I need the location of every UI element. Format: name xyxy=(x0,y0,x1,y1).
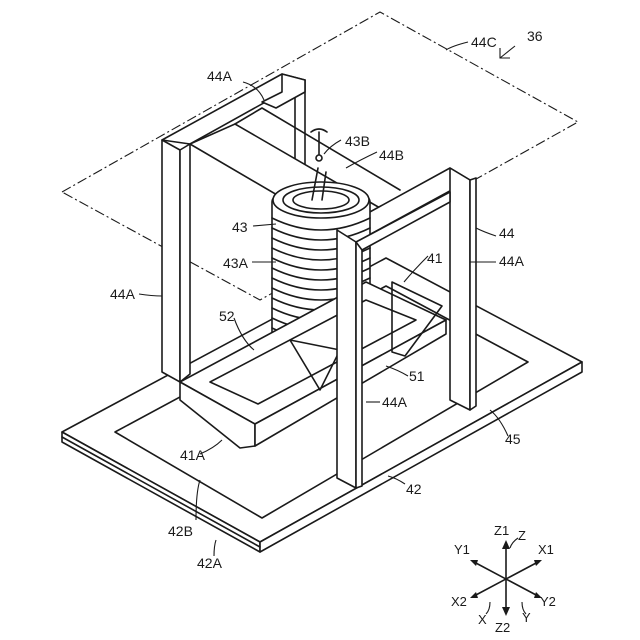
axis-y: Y xyxy=(522,610,531,625)
label-43: 43 xyxy=(232,219,248,235)
axis-z1: Z1 xyxy=(494,523,509,538)
label-43a: 43A xyxy=(223,255,249,271)
axis-x: X xyxy=(478,612,487,627)
label-41a: 41A xyxy=(180,447,206,463)
label-figure-ref: 36 xyxy=(527,28,543,44)
label-44a-top: 44A xyxy=(207,68,233,84)
axis-x1: X1 xyxy=(538,542,554,557)
label-42b: 42B xyxy=(168,523,193,539)
label-52: 52 xyxy=(219,308,235,324)
axis-y1: Y1 xyxy=(454,542,470,557)
label-44a-left: 44A xyxy=(110,286,136,302)
frame-post-right xyxy=(450,168,476,410)
axis-z: Z xyxy=(518,528,526,543)
axis-z2: Z2 xyxy=(495,620,510,635)
label-45: 45 xyxy=(505,431,521,447)
label-41: 41 xyxy=(427,250,443,266)
label-42: 42 xyxy=(406,481,422,497)
label-44: 44 xyxy=(499,225,515,241)
label-44a-bottom: 44A xyxy=(382,394,408,410)
axis-y2: Y2 xyxy=(540,594,556,609)
label-44c: 44C xyxy=(471,34,497,50)
label-44b: 44B xyxy=(379,147,404,163)
label-43b: 43B xyxy=(345,133,370,149)
label-42a: 42A xyxy=(197,555,223,571)
axis-x2: X2 xyxy=(451,594,467,609)
label-44a-right: 44A xyxy=(499,253,525,269)
axis-cross xyxy=(470,538,542,616)
label-51: 51 xyxy=(409,368,425,384)
frame-post-left xyxy=(162,140,190,382)
